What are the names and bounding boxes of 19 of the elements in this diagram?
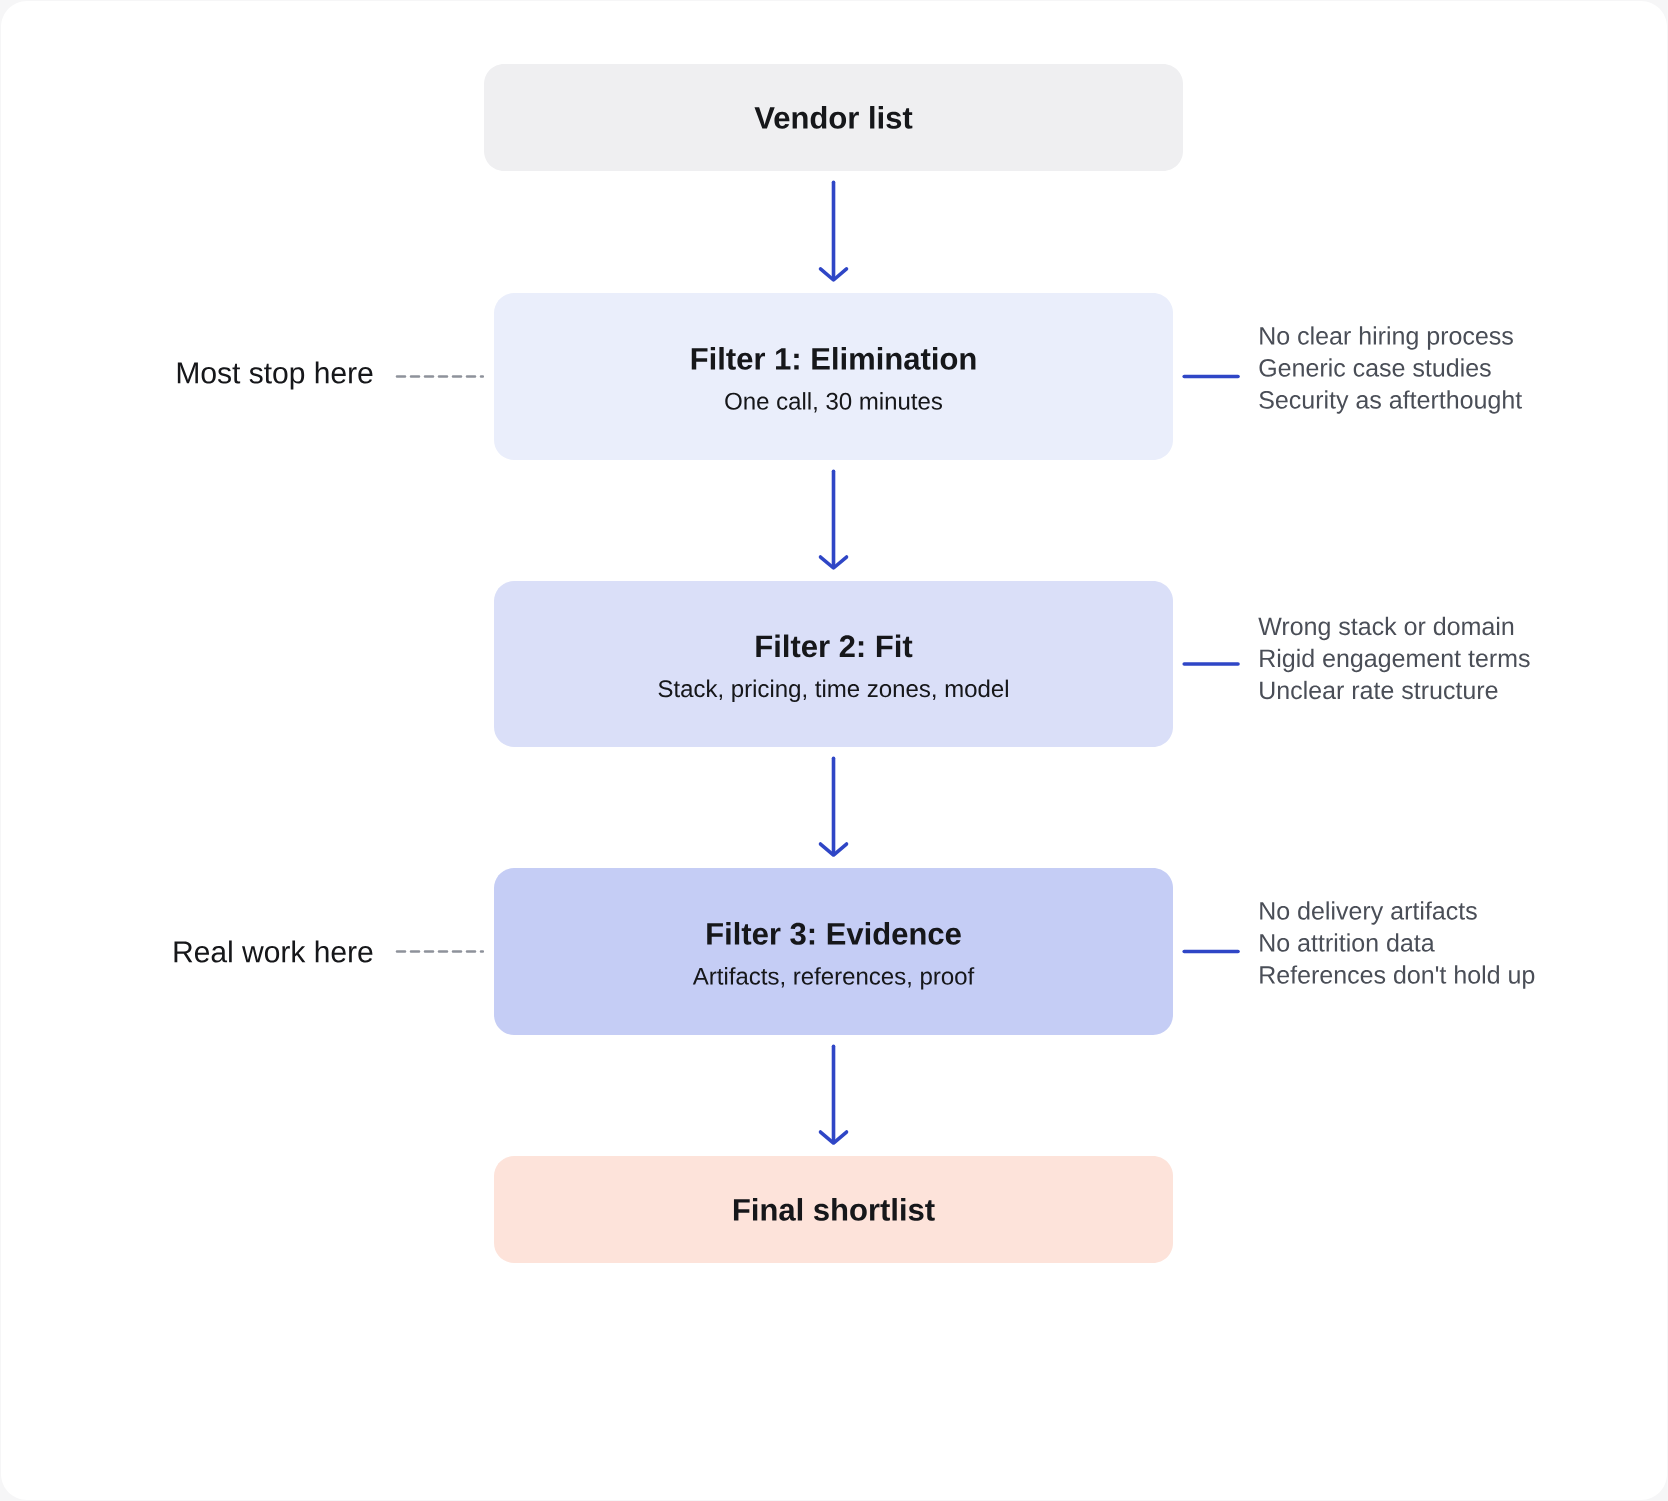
side-note: Most stop here [177,361,373,390]
reason-list: No clear hiring process Generic case studies Security as afterthought [1259,326,1522,414]
process-box: Final shortlist [494,1156,1173,1263]
arrow [818,1044,849,1145]
reason-list: Wrong stack or domain Rigid engagement terms Unclear rate structure [1258,616,1530,700]
process-box: Filter 3: Evidence Artifacts, references, proof [494,868,1173,1035]
arrow [818,756,849,857]
connector-line [1182,949,1240,954]
side-note: Real work here [174,940,373,963]
dashed-line [395,950,485,953]
dashed-line [395,375,485,378]
reason-list: No delivery artifacts No attrition data References don't hold up [1260,901,1535,989]
process-box: Filter 2: Fit Stack, pricing, time zones, model [494,581,1173,747]
arrow [818,180,849,282]
connector-line [1182,662,1240,666]
arrow [818,469,849,570]
process-box: Vendor list [484,64,1183,171]
process-box: Filter 1: Elimination One call, 30 minutes [494,293,1173,460]
connector-line [1182,374,1240,379]
